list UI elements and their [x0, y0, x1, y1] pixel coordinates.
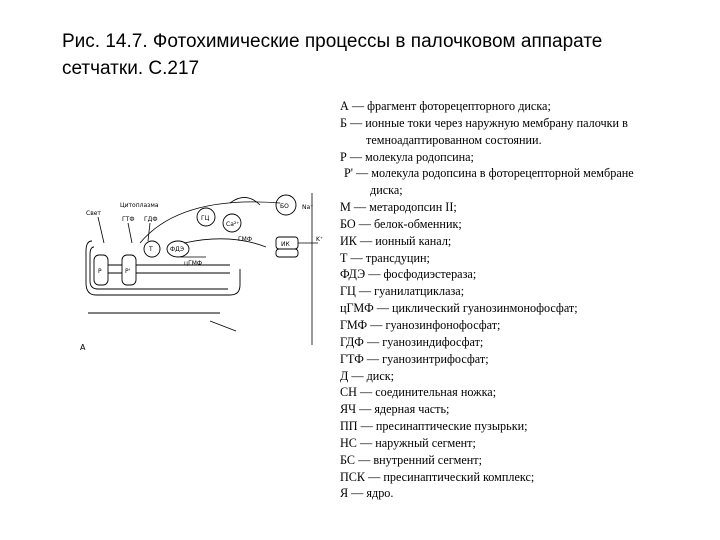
reaction-paths	[97, 193, 318, 345]
legend-item-text: Р — молекула родопсина;	[340, 149, 474, 164]
path-bo-curve	[229, 197, 261, 206]
legend-item-text: БО — белок-обменник;	[340, 216, 462, 231]
legend-item: Б — ионные токи через наружную мембрану …	[340, 115, 710, 149]
rhodopsin-p	[93, 254, 109, 286]
label-gdf: ГДФ	[144, 216, 158, 223]
arrow-gdf	[147, 222, 151, 242]
legend-item: ГТФ — гуанозинтрифосфат;	[340, 351, 710, 368]
legend-item-text: Т — трансдуцин;	[340, 250, 430, 265]
legend-item-text: Р' — молекула родопсина в фоторецепторно…	[344, 166, 634, 181]
legend-item: Р — молекула родопсина;	[340, 149, 710, 166]
legend-item: ЯЧ — ядерная часть;	[340, 401, 710, 418]
legend-item-text: ГТФ — гуанозинтрифосфат;	[340, 351, 489, 366]
legend-item-text: БС — внутренний сегмент;	[340, 452, 482, 467]
label-bo: БО	[280, 203, 289, 210]
legend-item-continuation: диска;	[370, 183, 403, 198]
label-ik: ИК	[281, 241, 290, 248]
label-k: K⁺	[316, 236, 323, 243]
legend-item-text: Д — диск;	[340, 368, 395, 383]
fde-enzyme	[166, 240, 190, 258]
label-gc: ГЦ	[201, 215, 210, 222]
rhodopsin-pprime	[121, 254, 137, 286]
path-fde-arc	[183, 238, 267, 248]
legend-item-continuation: темноадаптированном состоянии.	[366, 132, 542, 147]
label-p: Р	[98, 268, 102, 275]
legend-item-text: ГДФ — гуанозиндифосфат;	[340, 334, 484, 349]
label-a: А	[80, 343, 86, 352]
label-pprime: Р'	[125, 268, 131, 275]
ion-channel-2	[275, 248, 299, 258]
legend-item: СН — соединительная ножка;	[340, 384, 710, 401]
transducin-t	[143, 240, 161, 258]
ca-pump	[222, 213, 242, 233]
legend-item-text: СН — соединительная ножка;	[340, 385, 497, 400]
legend-item: М — метародопсин II;	[340, 199, 710, 216]
legend-item: ГМФ — гуанозинфонофосфат;	[340, 317, 710, 334]
legend-item: цГМФ — циклический гуанозинмонофосфат;	[340, 300, 710, 317]
diagram-labels: Цитоплазма ГЦ БО Р Р' Т ФДЭ ГМФ ИК Ca²⁺ …	[80, 202, 323, 352]
figure-caption: Рис. 14.7. Фотохимические процессы в пал…	[62, 28, 682, 82]
legend-item: БО — белок-обменник;	[340, 216, 710, 233]
legend-item: ИК — ионный канал;	[340, 233, 710, 250]
photochemistry-diagram: Цитоплазма ГЦ БО Р Р' Т ФДЭ ГМФ ИК Ca²⁺ …	[80, 193, 323, 352]
arrow-light	[97, 216, 105, 244]
legend-item-text: А — фрагмент фоторецепторного диска;	[340, 99, 551, 113]
photoreceptor-disk	[85, 240, 241, 314]
label-gmf: ГМФ	[238, 236, 252, 243]
disk-outer-membrane	[85, 240, 241, 296]
bo-exchanger	[275, 194, 297, 216]
legend-list: А — фрагмент фоторецепторного диска; Б — …	[340, 98, 710, 502]
label-cgmf: цГМФ	[184, 260, 202, 267]
label-fde: ФДЭ	[170, 246, 184, 253]
legend-item: Т — трансдуцин;	[340, 250, 710, 267]
legend-item: ПСК — пресинаптический комплекс;	[340, 469, 710, 486]
legend-item: Д — диск;	[340, 368, 710, 385]
legend-item: ПП — пресинаптические пузырьки;	[340, 418, 710, 435]
legend-item-text: цГМФ — циклический гуанозинмонофосфат;	[340, 301, 578, 316]
label-gtf: ГТФ	[122, 216, 135, 223]
pointer-line	[209, 320, 237, 332]
legend-item-text: ФДЭ — фосфодиэстераза;	[340, 267, 477, 282]
legend-item: НС — наружный сегмент;	[340, 435, 710, 452]
figure-caption-line-1: Рис. 14.7. Фотохимические процессы в пал…	[62, 31, 603, 52]
figure-caption-line-2: сетчатки. С.217	[62, 58, 200, 79]
legend-item: ГЦ — гуанилатциклаза;	[340, 283, 710, 300]
label-t: Т	[148, 246, 153, 253]
legend-item-text: НС — наружный сегмент;	[340, 435, 476, 450]
legend-item-text: ПСК — пресинаптический комплекс;	[340, 469, 535, 484]
disk-inner-membrane	[89, 246, 228, 290]
legend-item-text: Б — ионные токи через наружную мембрану …	[340, 115, 628, 130]
legend-item: А — фрагмент фоторецепторного диска;	[340, 98, 710, 115]
label-svet: Свет	[86, 210, 101, 217]
legend-item-text: ГМФ — гуанозинфонофосфат;	[340, 317, 501, 332]
path-gc-arc	[139, 201, 281, 244]
legend-item-text: Я — ядро.	[340, 486, 394, 501]
arrow-gtf	[127, 222, 133, 244]
legend-item-text: ЯЧ — ядерная часть;	[340, 402, 450, 417]
legend-item: Я — ядро.	[340, 485, 710, 502]
label-cytoplasm: Цитоплазма	[120, 202, 159, 209]
legend-item-text: М — метародопсин II;	[340, 200, 457, 215]
gc-enzyme	[196, 207, 216, 227]
legend-item: ГДФ — гуанозиндифосфат;	[340, 334, 710, 351]
label-ca: Ca²⁺	[226, 221, 239, 228]
legend-item-text: ПП — пресинаптические пузырьки;	[340, 419, 528, 434]
legend-item-text: ИК — ионный канал;	[340, 233, 452, 248]
legend-item-text: ГЦ — гуанилатциклаза;	[340, 284, 465, 299]
membrane-proteins	[93, 194, 299, 286]
label-na: Na⁺	[302, 204, 313, 211]
legend-item: Р' — молекула родопсина в фоторецепторно…	[340, 165, 710, 199]
legend-item: БС — внутренний сегмент;	[340, 452, 710, 469]
legend-item: ФДЭ — фосфодиэстераза;	[340, 266, 710, 283]
